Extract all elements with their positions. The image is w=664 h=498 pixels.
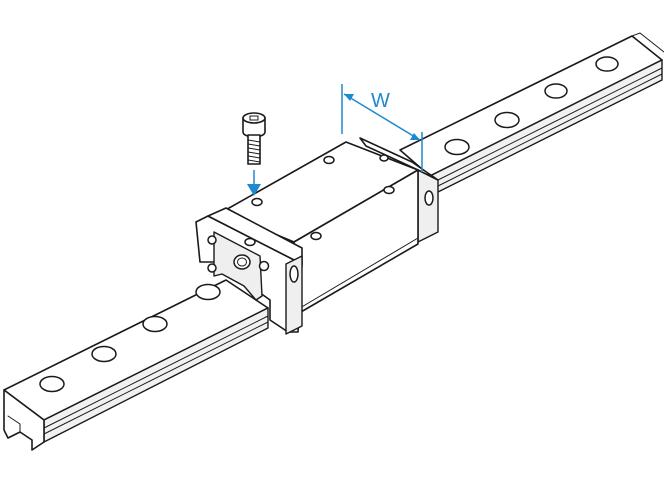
rail-mounting-hole [39, 375, 65, 393]
end-cap-screw [207, 235, 217, 245]
rail-right-segment [399, 32, 664, 197]
seal-hole [379, 154, 389, 162]
rail-mounting-hole [444, 138, 470, 156]
end-cap-screw [258, 260, 270, 272]
end-cap-screw [207, 263, 217, 273]
grease-nipple-port [233, 254, 251, 270]
dimension-label: W [371, 90, 390, 112]
insertion-arrow [247, 170, 261, 196]
rail-mounting-hole [494, 111, 520, 129]
arrow-head [247, 184, 261, 196]
dimension-arrow-right [410, 133, 420, 140]
rail-holes-right [444, 56, 619, 156]
end-cap-hole [424, 190, 434, 206]
rail-holes-left [39, 283, 221, 393]
rail-mounting-hole [91, 345, 117, 363]
carriage-block [195, 137, 439, 335]
block-mounting-hole [323, 155, 335, 165]
rail-mounting-hole [544, 83, 568, 99]
block-mounting-hole [383, 185, 395, 195]
dimension-arrow-left [344, 94, 354, 101]
block-mounting-hole [310, 231, 322, 241]
end-cap-hole [289, 265, 299, 283]
lube-port [244, 237, 256, 247]
block-mounting-hole [251, 197, 263, 207]
rail-left-segment [3, 279, 269, 451]
dimension-line [343, 93, 421, 141]
rail-mounting-hole [195, 283, 221, 301]
mounting-bolt [242, 112, 266, 165]
dimension-w: W [341, 84, 423, 172]
rail-mounting-hole [142, 315, 168, 333]
rail-mounting-hole [595, 56, 619, 72]
